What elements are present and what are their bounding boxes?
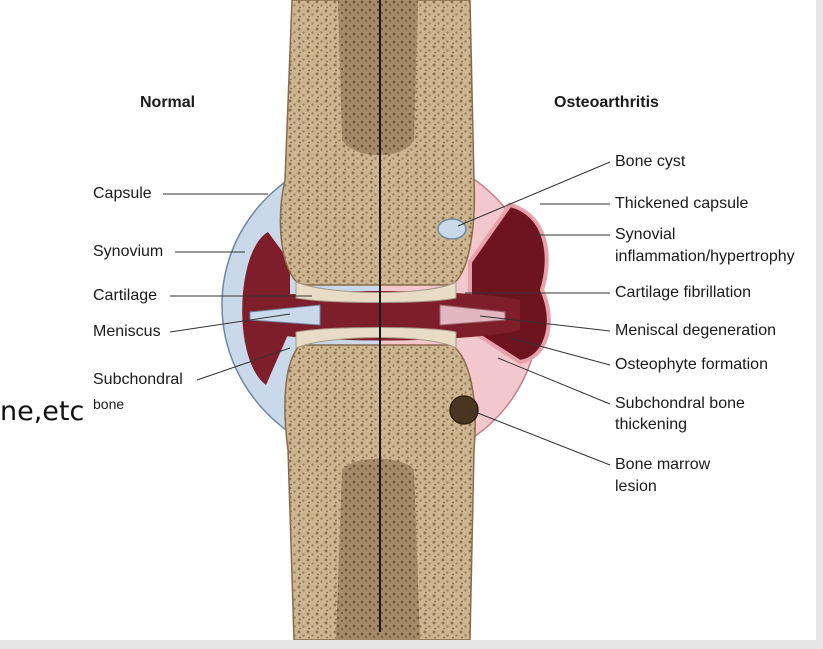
label-bone-marrow: Bone marrow xyxy=(615,456,711,473)
cartilage-upper xyxy=(295,281,457,303)
slide-cut-text: ne,etc xyxy=(0,396,85,427)
label-subchondral-bone: bone xyxy=(93,396,125,412)
label-cartilage: Cartilage xyxy=(93,287,158,304)
meniscus-oa xyxy=(439,304,506,326)
heading-osteoarthritis: Osteoarthritis xyxy=(554,94,659,111)
label-synovial-inflammation: inflammation/hypertrophy xyxy=(615,248,795,265)
diagram-canvas: Normal Osteoarthritis Capsule Synovium C… xyxy=(0,0,816,640)
right-leader-lines xyxy=(457,161,611,466)
label-lesion: lesion xyxy=(615,478,657,495)
joint-space xyxy=(250,291,520,341)
label-thickening: thickening xyxy=(615,416,688,433)
label-meniscus: Meniscus xyxy=(93,323,161,340)
label-meniscal-degeneration: Meniscal degeneration xyxy=(615,322,776,339)
bone-marrow-lesion xyxy=(449,395,479,425)
label-subchondral: Subchondral xyxy=(93,371,183,388)
label-osteophyte-formation: Osteophyte formation xyxy=(615,356,768,373)
label-synovium: Synovium xyxy=(93,243,164,260)
label-capsule: Capsule xyxy=(93,185,152,202)
heading-normal: Normal xyxy=(140,94,196,111)
lower-bone-marrow xyxy=(336,458,420,640)
bone-cyst xyxy=(437,218,467,240)
label-cartilage-fibrillation: Cartilage fibrillation xyxy=(615,284,752,301)
cartilage-lower xyxy=(295,327,457,349)
label-thickened-capsule: Thickened capsule xyxy=(615,195,749,212)
label-bone-cyst: Bone cyst xyxy=(615,153,686,170)
label-synovial: Synovial xyxy=(615,226,676,243)
upper-bone-marrow xyxy=(338,0,418,155)
joint-illustration xyxy=(163,0,611,640)
left-leader-lines xyxy=(163,193,312,381)
label-subchondral-bone-thickening: Subchondral bone xyxy=(615,395,745,412)
